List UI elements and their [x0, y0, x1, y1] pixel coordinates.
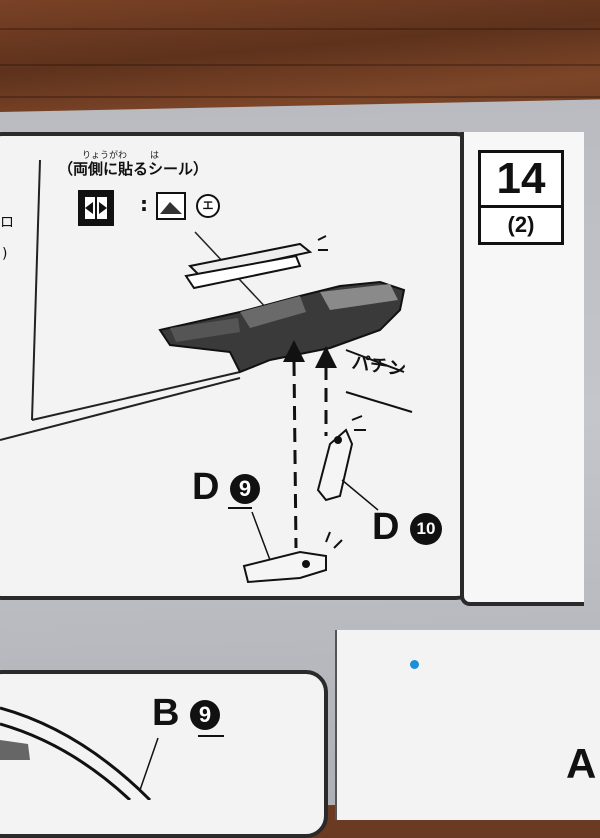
sticker-id-badge: エ — [196, 194, 220, 218]
part-label-b9: B 9 — [152, 692, 221, 735]
lower-right-panel — [335, 630, 600, 820]
wood-grain — [0, 64, 600, 66]
weapon-assembly-icon — [158, 280, 406, 374]
sticker-piece-icon — [184, 235, 328, 290]
corner-letter: A — [566, 740, 597, 787]
bottom-part-icon — [0, 706, 159, 800]
insertion-arrows-icon — [283, 340, 337, 549]
edge-glyph: ) — [2, 246, 8, 262]
blue-speck — [410, 660, 419, 669]
edge-glyph: ロ — [0, 215, 14, 231]
part-letter: D — [372, 506, 400, 548]
snap-lines-icon — [345, 349, 413, 413]
leader-line — [31, 371, 241, 421]
sticker-swatch-icon — [156, 192, 186, 220]
both-sides-icon — [78, 190, 114, 226]
assembly-drawing — [0, 159, 413, 800]
ruby-ha: は — [150, 151, 160, 161]
part-number-badge: 9 — [190, 699, 221, 730]
wood-grain — [0, 28, 600, 30]
legend-colon: : — [140, 192, 148, 216]
leader-line — [0, 377, 241, 441]
part-label-d10: D 10 — [372, 506, 443, 549]
wood-grain — [0, 96, 600, 98]
leader-line — [31, 159, 41, 421]
sticker-note: （両側に貼るシール） — [58, 160, 209, 178]
step-sub-number: (2) — [478, 205, 564, 245]
part-label-d9: D 9 — [192, 466, 261, 509]
part-number-badge: 10 — [410, 512, 443, 545]
part-number-badge: 9 — [230, 473, 261, 504]
part-d10-icon — [316, 415, 379, 511]
part-letter: D — [192, 466, 220, 508]
part-letter: B — [152, 692, 180, 734]
ruby-ryougawa: りょうがわ — [82, 151, 128, 161]
part-d9-icon — [242, 511, 343, 584]
